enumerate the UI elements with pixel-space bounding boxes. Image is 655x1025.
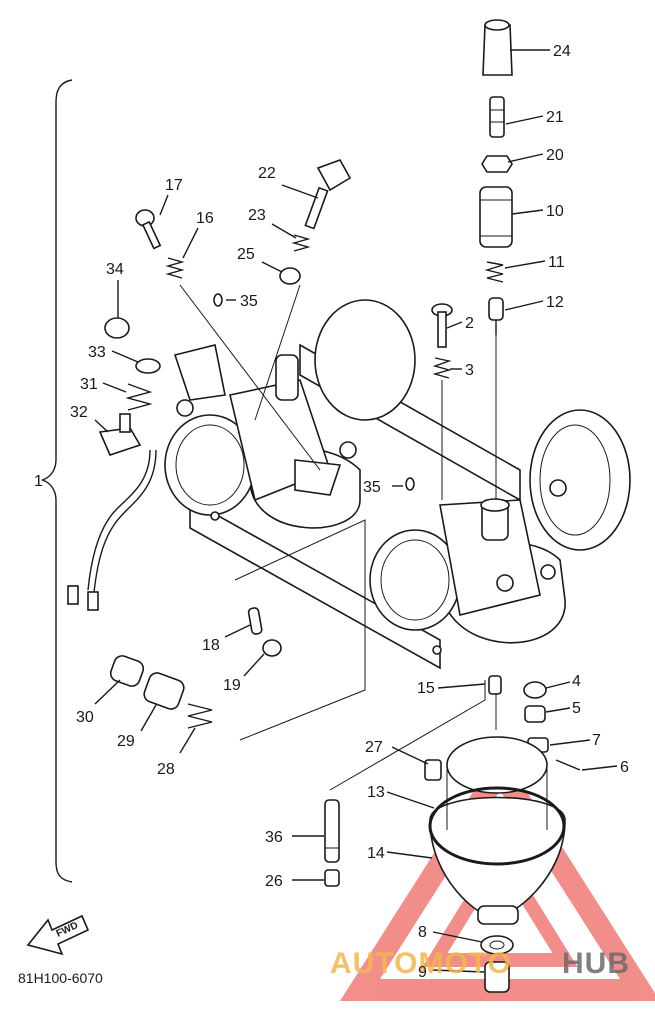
- part-34-cap: [104, 317, 130, 339]
- label-7: 7: [592, 732, 601, 749]
- label-32: 32: [70, 404, 88, 421]
- part-30-sleeve: [109, 655, 145, 687]
- guide-line-16: [179, 284, 321, 471]
- label-18: 18: [202, 637, 220, 654]
- part-26-jet: [324, 869, 340, 887]
- part-31-spring: [125, 383, 153, 411]
- part-24: [482, 19, 513, 76]
- label-31: 31: [80, 376, 98, 393]
- part-11-spring: [484, 261, 504, 283]
- label-6: 6: [620, 759, 629, 776]
- part-22-screw: [304, 159, 352, 230]
- part-29-sleeve: [143, 672, 185, 710]
- part-27: [424, 759, 442, 781]
- label-15: 15: [417, 680, 435, 697]
- label-3: 3: [465, 362, 474, 379]
- part-8-washer: [480, 935, 514, 955]
- label-26: 26: [265, 873, 283, 890]
- part-19-cap: [262, 639, 282, 657]
- label-35-mid: 35: [363, 479, 381, 496]
- label-19: 19: [223, 677, 241, 694]
- part-6-pin: [555, 759, 581, 771]
- label-9: 9: [418, 964, 427, 981]
- fwd-arrow-icon: FWD: [26, 914, 90, 956]
- label-22: 22: [258, 165, 276, 182]
- part-35a-oring: [213, 293, 223, 307]
- label-35-top: 35: [240, 293, 258, 310]
- guide-line-23: [254, 284, 301, 421]
- label-8: 8: [418, 924, 427, 941]
- label-10: 10: [546, 203, 564, 220]
- watermark-text-2: HUB: [562, 947, 630, 980]
- label-1: 1: [34, 473, 43, 490]
- part-36-emulsion-tube: [324, 799, 340, 863]
- label-20: 20: [546, 147, 564, 164]
- label-33: 33: [88, 344, 106, 361]
- part-23-spring: [291, 234, 311, 252]
- label-21: 21: [546, 109, 564, 126]
- part-code: 81H100-6070: [18, 970, 103, 986]
- part-15: [488, 675, 502, 695]
- fuel-hose: [87, 449, 151, 591]
- part-32-fitting: [98, 413, 142, 456]
- label-36: 36: [265, 829, 283, 846]
- hose-clip-1: [67, 585, 79, 605]
- part-12: [488, 297, 504, 335]
- part-35b-oring: [405, 477, 415, 491]
- part-18-pin: [247, 607, 263, 635]
- label-25: 25: [237, 246, 255, 263]
- part-16-spring: [165, 257, 185, 279]
- label-5: 5: [572, 700, 581, 717]
- label-29: 29: [117, 733, 135, 750]
- part-2-screw: [431, 303, 453, 348]
- label-30: 30: [76, 709, 94, 726]
- label-16: 16: [196, 210, 214, 227]
- label-34: 34: [106, 261, 124, 278]
- callout-labels: 24 21 20 10 11 12 2 3 17 16 22 23 25 35 …: [34, 43, 629, 981]
- part-20: [481, 155, 513, 173]
- part-13-gasket: [428, 786, 566, 866]
- leader-lines: [94, 49, 618, 973]
- part-17-screw: [135, 209, 162, 250]
- label-12: 12: [546, 294, 564, 311]
- carburetor-body: [164, 299, 631, 670]
- label-13: 13: [367, 784, 385, 801]
- label-4: 4: [572, 673, 581, 690]
- fuel-hose-outer: [93, 449, 157, 593]
- part-10: [479, 186, 513, 248]
- label-23: 23: [248, 207, 266, 224]
- part-3-spring: [432, 357, 452, 379]
- guide-line-left: [234, 519, 366, 741]
- part-33-washer: [135, 358, 161, 374]
- watermark-logo: AUTOMOTO HUB: [330, 947, 630, 980]
- label-2: 2: [465, 315, 474, 332]
- label-14: 14: [367, 845, 385, 862]
- label-27: 27: [365, 739, 383, 756]
- part-25-washer: [279, 267, 301, 285]
- label-28: 28: [157, 761, 175, 778]
- label-11: 11: [548, 254, 565, 271]
- part-21: [489, 96, 505, 138]
- part-4-nut: [523, 681, 547, 699]
- part-9-bolt: [484, 961, 510, 993]
- assembly-bracket: [41, 79, 73, 883]
- guide-line-36: [329, 680, 486, 791]
- watermark-text-1: AUTOMOTO: [330, 947, 512, 980]
- part-14-float-bowl: [429, 736, 566, 925]
- part-5-bolt: [524, 705, 546, 723]
- label-17: 17: [165, 177, 183, 194]
- part-28-spring: [187, 703, 213, 729]
- label-24: 24: [553, 43, 571, 60]
- hose-clip-2: [87, 591, 99, 611]
